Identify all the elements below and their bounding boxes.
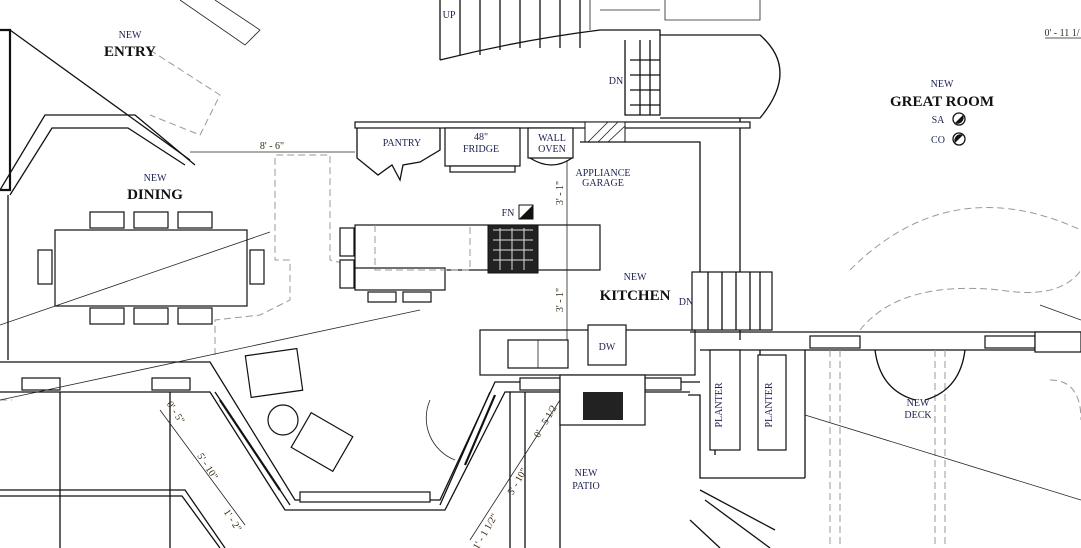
dimension-top-right: 0' - 11 1/ <box>1044 28 1079 39</box>
wall-oven-label-2: OVEN <box>538 144 566 155</box>
pantry-label: PANTRY <box>383 138 422 149</box>
windows <box>21 335 1036 503</box>
patio-label: PATIO <box>572 481 599 492</box>
deck-prefix: NEW <box>907 398 930 409</box>
dining-table <box>0 211 421 401</box>
kitchen-label: KITCHEN <box>600 288 671 304</box>
appliance-garage-label-1: APPLIANCE <box>575 168 630 179</box>
great-room-prefix: NEW <box>931 79 954 90</box>
dimension-bay-right-small: 0' - 5 1/2 <box>532 404 559 440</box>
wall-oven-label-1: WALL <box>538 133 566 144</box>
dishwasher-label: DW <box>599 342 616 353</box>
fridge-label: FRIDGE <box>463 144 499 155</box>
appliance-garage-label-2: GARAGE <box>582 178 624 189</box>
dimension-bay-left-small: 0' - 5" <box>164 399 186 425</box>
dimension-entry-dining: 8' - 6" <box>260 141 284 152</box>
entry-prefix: NEW <box>119 30 142 41</box>
fridge-size-label: 48" <box>474 132 488 143</box>
co-detector-label: CO <box>931 135 945 146</box>
fan-icon <box>518 204 534 220</box>
stairs-down-label-2: DN <box>679 297 693 308</box>
dimension-kitchen-lower: 3' - 1" <box>555 288 566 312</box>
dimension-bay-left-long: 5' - 10" <box>195 451 220 481</box>
exterior-walls <box>0 0 700 548</box>
deck-label: DECK <box>904 410 932 421</box>
fan-label: FN <box>502 208 515 219</box>
dimension-bay-right-bottom: 1' - 1 1/2" <box>471 512 500 548</box>
planter-label-1: PLANTER <box>714 382 725 427</box>
dimension-bay-left-bottom: 1' - 2" <box>221 507 243 533</box>
kitchen-casework <box>354 121 751 272</box>
kitchen-island <box>339 224 601 303</box>
smoke-alarm-label: SA <box>932 115 946 126</box>
lounge-furniture <box>244 347 456 473</box>
patio-prefix: NEW <box>575 468 598 479</box>
dimension-lines <box>159 37 1081 541</box>
planter-label-2: PLANTER <box>764 382 775 427</box>
dining-label: DINING <box>127 187 183 203</box>
stairs-right <box>688 207 1081 548</box>
stairs-down-label: DN <box>609 76 623 87</box>
smoke-alarm-icon <box>952 112 966 126</box>
co-detector-icon <box>952 132 966 146</box>
kitchen-prefix: NEW <box>624 272 647 283</box>
entry-label: ENTRY <box>104 44 156 60</box>
stairs-up-label: UP <box>443 10 456 21</box>
sink-counter <box>479 324 696 426</box>
dining-prefix: NEW <box>144 173 167 184</box>
dimension-kitchen-upper: 3' - 1" <box>555 181 566 205</box>
great-room-label: GREAT ROOM <box>890 94 994 110</box>
